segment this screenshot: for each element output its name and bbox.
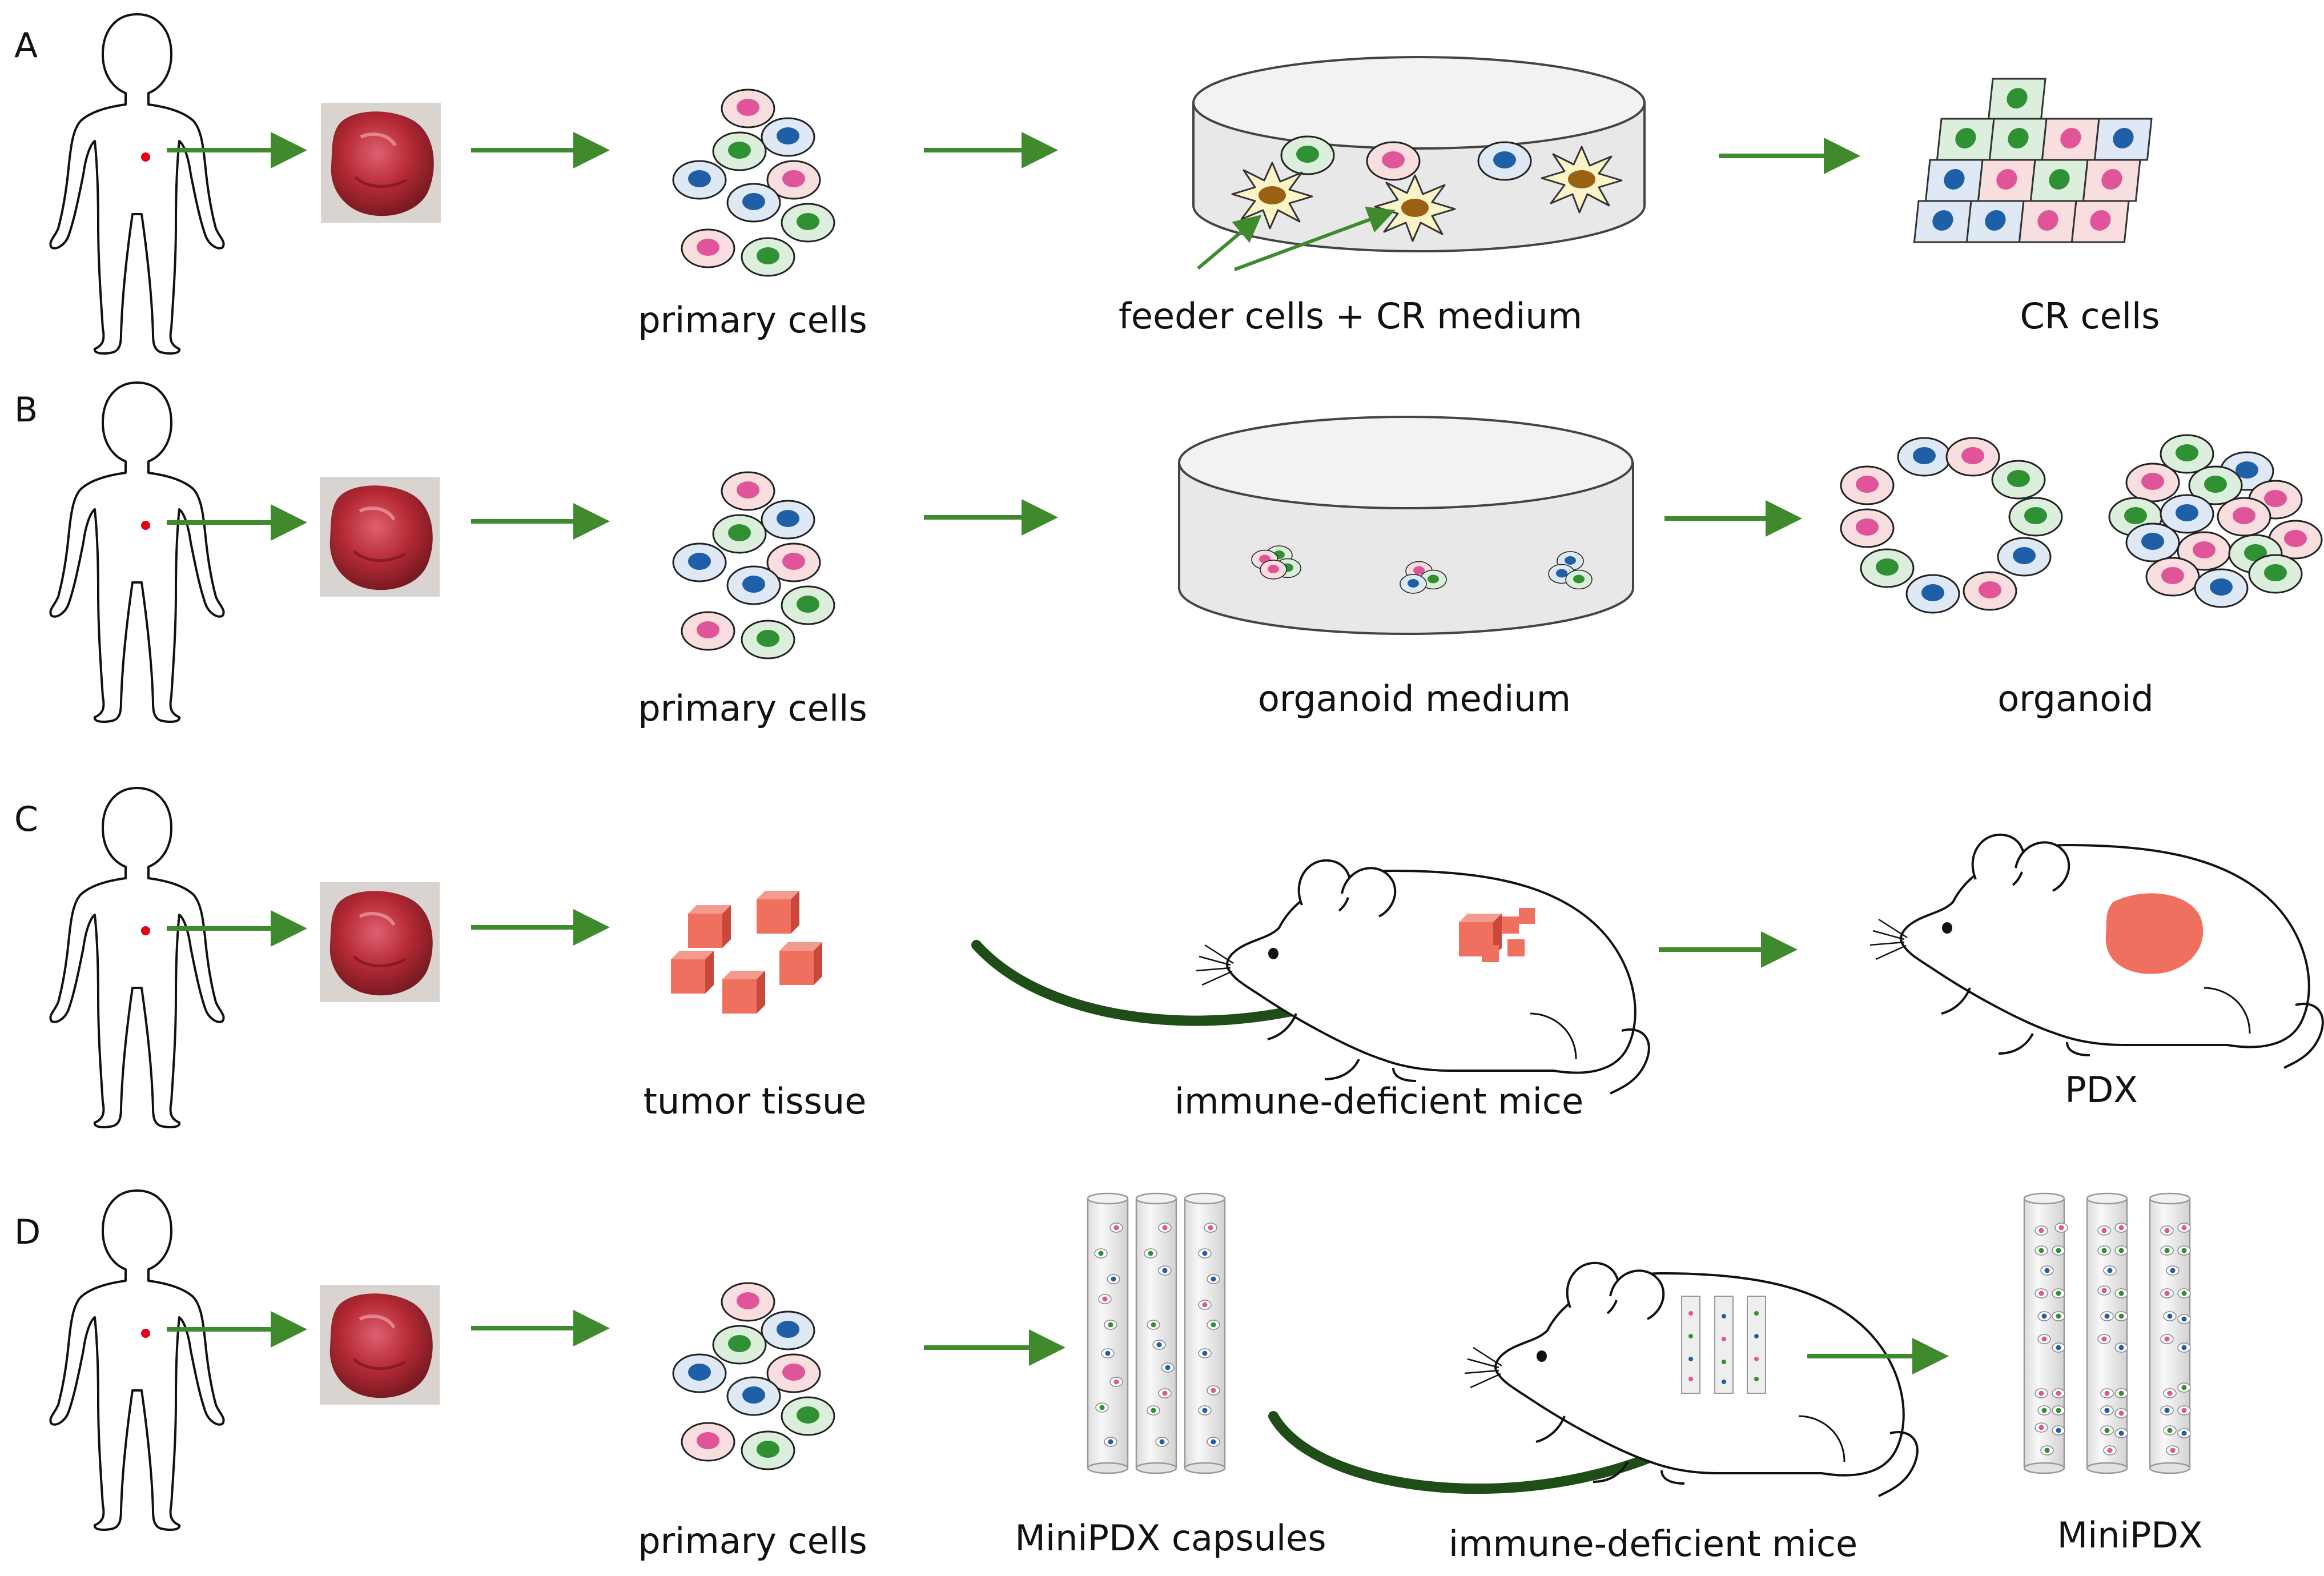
human-body-icon — [49, 13, 225, 355]
human-body-icon — [49, 381, 225, 723]
organoid-sphere — [2108, 434, 2323, 608]
primary-cells-cluster — [673, 90, 834, 276]
tumor-sample-image — [321, 103, 441, 223]
human-body-icon — [49, 787, 225, 1128]
label-tumor-tissue: tumor tissue — [644, 1080, 867, 1122]
row-c: C tumor tissue immune-deficient mice PDX — [14, 787, 2324, 1128]
tumor-sample-image — [320, 1285, 440, 1405]
label-minipdx: MiniPDX — [2057, 1514, 2203, 1556]
culture-dish — [1178, 416, 1634, 636]
label-organoid: organoid — [1997, 678, 2154, 719]
label-immune-deficient-mice: immune-deficient mice — [1449, 1523, 1857, 1565]
label-immune-deficient-mice: immune-deficient mice — [1175, 1080, 1583, 1122]
tumor-tissue-fragments — [671, 891, 822, 1014]
label-pdx: PDX — [2065, 1069, 2138, 1111]
mouse-icon — [1195, 859, 1650, 1095]
tumor-sample-image — [320, 882, 440, 1002]
row-letter-b: B — [14, 390, 38, 430]
row-b: B primary cells organoid medium — [14, 381, 2323, 729]
label-organoid-medium: organoid medium — [1258, 678, 1571, 719]
mouse-icon — [1869, 833, 2324, 1069]
label-minipdx-capsules: MiniPDX capsules — [1015, 1517, 1326, 1559]
organoid-ring — [1840, 437, 2063, 614]
implanted-fragments — [1459, 908, 1535, 962]
primary-cells-cluster — [673, 1283, 834, 1469]
row-d: D primary cells MiniPDX capsules im — [14, 1189, 2203, 1565]
implant-arrow — [1268, 1411, 1695, 1494]
primary-cells-cluster — [673, 472, 834, 658]
row-letter-c: C — [14, 799, 38, 839]
label-primary-cells: primary cells — [638, 299, 867, 341]
label-primary-cells: primary cells — [638, 1520, 867, 1562]
row-letter-a: A — [14, 26, 38, 66]
minipdx-result — [2023, 1192, 2191, 1474]
culture-dish — [1192, 56, 1646, 271]
tumor-sample-image — [320, 477, 440, 597]
label-cr-cells: CR cells — [2020, 295, 2160, 337]
label-feeder-cells: feeder cells + CR medium — [1119, 295, 1582, 337]
minipdx-capsules — [1087, 1192, 1226, 1474]
human-body-icon — [49, 1189, 225, 1531]
row-a: A primary cells feeder cells + CR medium — [14, 13, 2160, 355]
implanted-capsules — [1681, 1296, 1766, 1394]
row-letter-d: D — [14, 1212, 41, 1252]
cr-cells-monolayer — [1913, 78, 2153, 243]
pdx-tumor — [2105, 893, 2204, 974]
label-primary-cells: primary cells — [638, 688, 867, 729]
